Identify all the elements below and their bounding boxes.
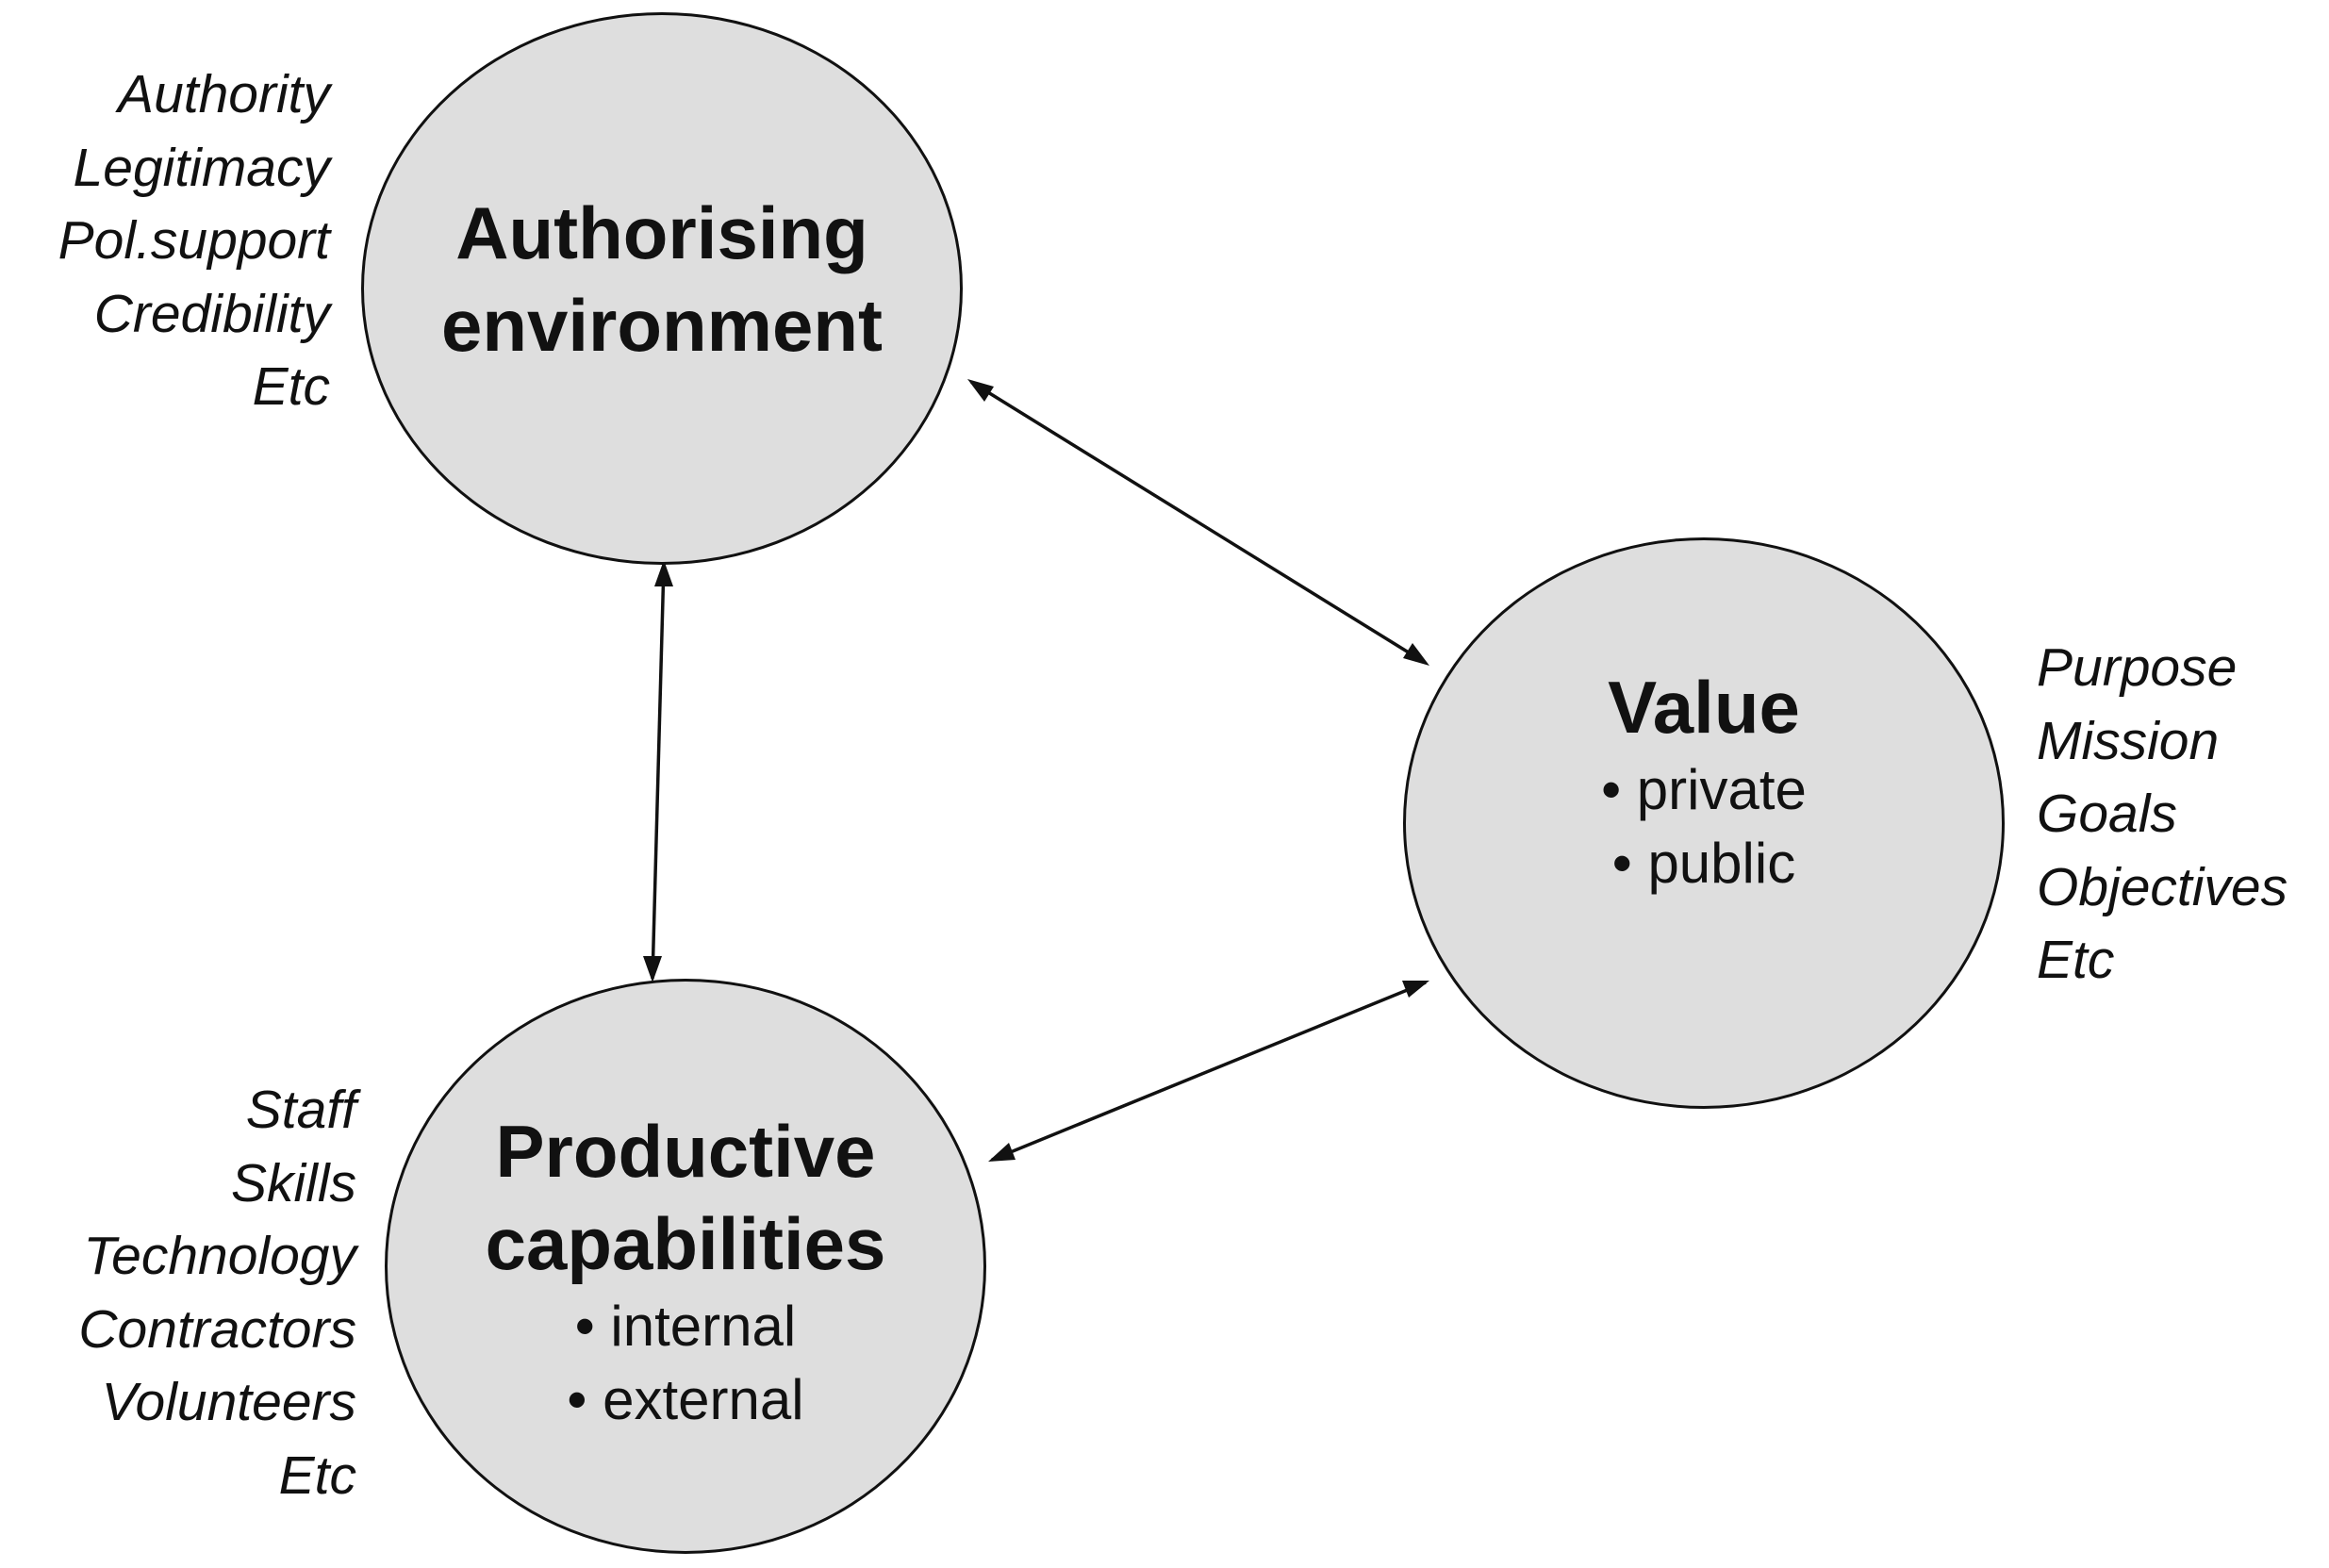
productive-attribute: Volunteers — [101, 1372, 356, 1432]
authorising-title-line2: environment — [440, 284, 884, 367]
arrowhead-value-bottom-end — [1402, 981, 1429, 998]
authorising-title: Authorising environment — [441, 187, 883, 371]
authorising-attribute: Pol.support — [58, 210, 330, 271]
productive-title-line2: capabilities — [485, 1202, 886, 1285]
productive-attribute: Staff — [245, 1080, 356, 1140]
authorising-attributes-list: Authority Legitimacy Pol.support Credibi… — [58, 58, 330, 424]
value-attribute: Objectives — [2037, 856, 2288, 917]
arrowhead-productive-side-end — [988, 1143, 1016, 1162]
authorising-attribute: Legitimacy — [73, 137, 330, 198]
value-bullet: • public — [1611, 832, 1796, 895]
authorising-attribute: Etc — [252, 356, 330, 417]
value-attributes-list: Purpose Mission Goals Objectives Etc — [2037, 632, 2288, 998]
productive-content: Productive capabilities • internal • ext… — [486, 1105, 886, 1437]
arrowhead-authorising-end — [967, 379, 994, 402]
authorising-title-line1: Authorising — [455, 191, 868, 274]
edge-authorising-productive-arrow — [651, 563, 666, 980]
value-attribute: Purpose — [2037, 637, 2238, 698]
productive-attribute: Skills — [230, 1152, 356, 1213]
edge-authorising-value-arrow — [970, 380, 1425, 664]
productive-attributes-list: Staff Skills Technology Contractors Volu… — [78, 1074, 356, 1512]
value-attribute: Etc — [2037, 930, 2115, 990]
value-title: Value — [1608, 666, 1800, 749]
productive-attribute: Technology — [83, 1226, 356, 1286]
productive-attribute: Contractors — [78, 1298, 356, 1360]
value-bullet: • private — [1601, 758, 1807, 821]
arrowhead-authorising-bottom-end — [654, 560, 673, 586]
productive-attribute: Etc — [278, 1444, 356, 1506]
productive-title-line1: Productive — [495, 1110, 876, 1193]
node-authorising-environment: Authorising environment — [361, 12, 963, 565]
edge-productive-value-arrow — [991, 981, 1427, 1162]
arrowhead-productive-top-end — [643, 956, 662, 982]
value-attribute: Mission — [2037, 710, 2220, 771]
value-content: Value • private • public — [1601, 661, 1807, 900]
productive-bullet: • internal — [574, 1295, 797, 1358]
arrowhead-value-top-end — [1403, 643, 1429, 666]
authorising-attribute: Credibility — [93, 283, 330, 344]
authorising-attribute: Authority — [118, 64, 330, 124]
productive-bullet: • external — [567, 1368, 804, 1431]
value-attribute: Goals — [2037, 784, 2177, 844]
node-productive-capabilities: Productive capabilities • internal • ext… — [385, 979, 986, 1554]
node-value: Value • private • public — [1403, 537, 2005, 1109]
